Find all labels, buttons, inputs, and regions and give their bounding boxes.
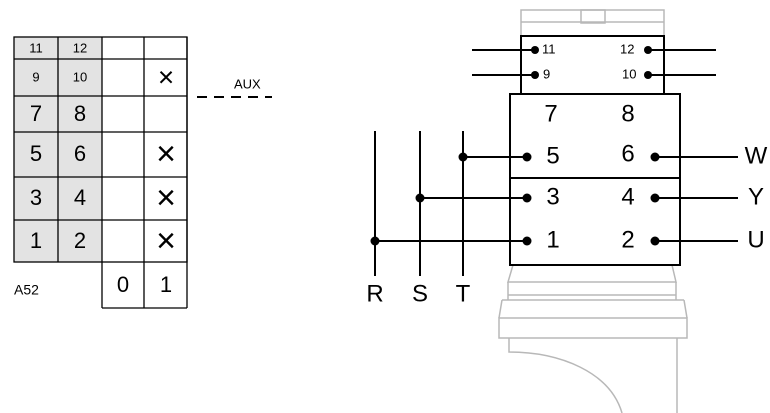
terminal-7: 7 bbox=[544, 100, 557, 127]
aux-contact-block: 11 9 12 10 bbox=[472, 35, 716, 95]
aux-label: AUX bbox=[234, 76, 261, 91]
aux-terminal-9: 9 bbox=[543, 66, 550, 81]
table-terminal-3: 3 bbox=[30, 185, 42, 210]
contact-mark: × bbox=[156, 179, 176, 217]
main-contact-block: 7 8 5 6 3 4 1 2 bbox=[509, 93, 681, 266]
input-label-R: R bbox=[366, 280, 383, 307]
aux-terminal-11: 11 bbox=[542, 41, 556, 56]
table-terminal-10: 10 bbox=[73, 69, 87, 84]
output-wiring: W Y U bbox=[655, 142, 768, 253]
output-label-Y: Y bbox=[748, 183, 764, 210]
aux-terminal-12: 12 bbox=[620, 41, 634, 56]
position-1-label: 1 bbox=[160, 272, 172, 297]
output-label-U: U bbox=[747, 226, 764, 253]
input-label-S: S bbox=[412, 280, 428, 307]
contact-table: 11 12 9 10 × 7 8 5 6 × 3 4 × 1 2 × A52 0… bbox=[13, 36, 272, 309]
table-terminal-12: 12 bbox=[73, 40, 87, 55]
table-terminal-7: 7 bbox=[30, 101, 42, 126]
terminal-1: 1 bbox=[546, 226, 559, 253]
input-wiring: R S T bbox=[366, 131, 527, 307]
table-terminal-9: 9 bbox=[32, 69, 39, 84]
table-terminal-11: 11 bbox=[29, 40, 43, 55]
aux-terminal-10: 10 bbox=[622, 66, 636, 81]
terminal-3: 3 bbox=[546, 183, 559, 210]
table-terminal-4: 4 bbox=[74, 185, 86, 210]
model-label: A52 bbox=[14, 282, 39, 298]
contact-mark: × bbox=[156, 135, 176, 173]
table-terminal-6: 6 bbox=[74, 141, 86, 166]
terminal-5: 5 bbox=[546, 142, 559, 169]
output-label-W: W bbox=[745, 142, 768, 169]
terminal-2: 2 bbox=[621, 226, 634, 253]
position-0-label: 0 bbox=[117, 272, 129, 297]
switch-body-outline bbox=[498, 9, 688, 413]
contact-mark: × bbox=[156, 222, 176, 260]
input-label-T: T bbox=[456, 280, 471, 307]
contact-mark: × bbox=[158, 61, 174, 92]
table-terminal-8: 8 bbox=[74, 101, 86, 126]
terminal-8: 8 bbox=[621, 100, 634, 127]
terminal-4: 4 bbox=[621, 183, 634, 210]
table-terminal-5: 5 bbox=[30, 141, 42, 166]
table-terminal-1: 1 bbox=[30, 228, 42, 253]
table-terminal-2: 2 bbox=[74, 228, 86, 253]
terminal-6: 6 bbox=[621, 140, 634, 167]
